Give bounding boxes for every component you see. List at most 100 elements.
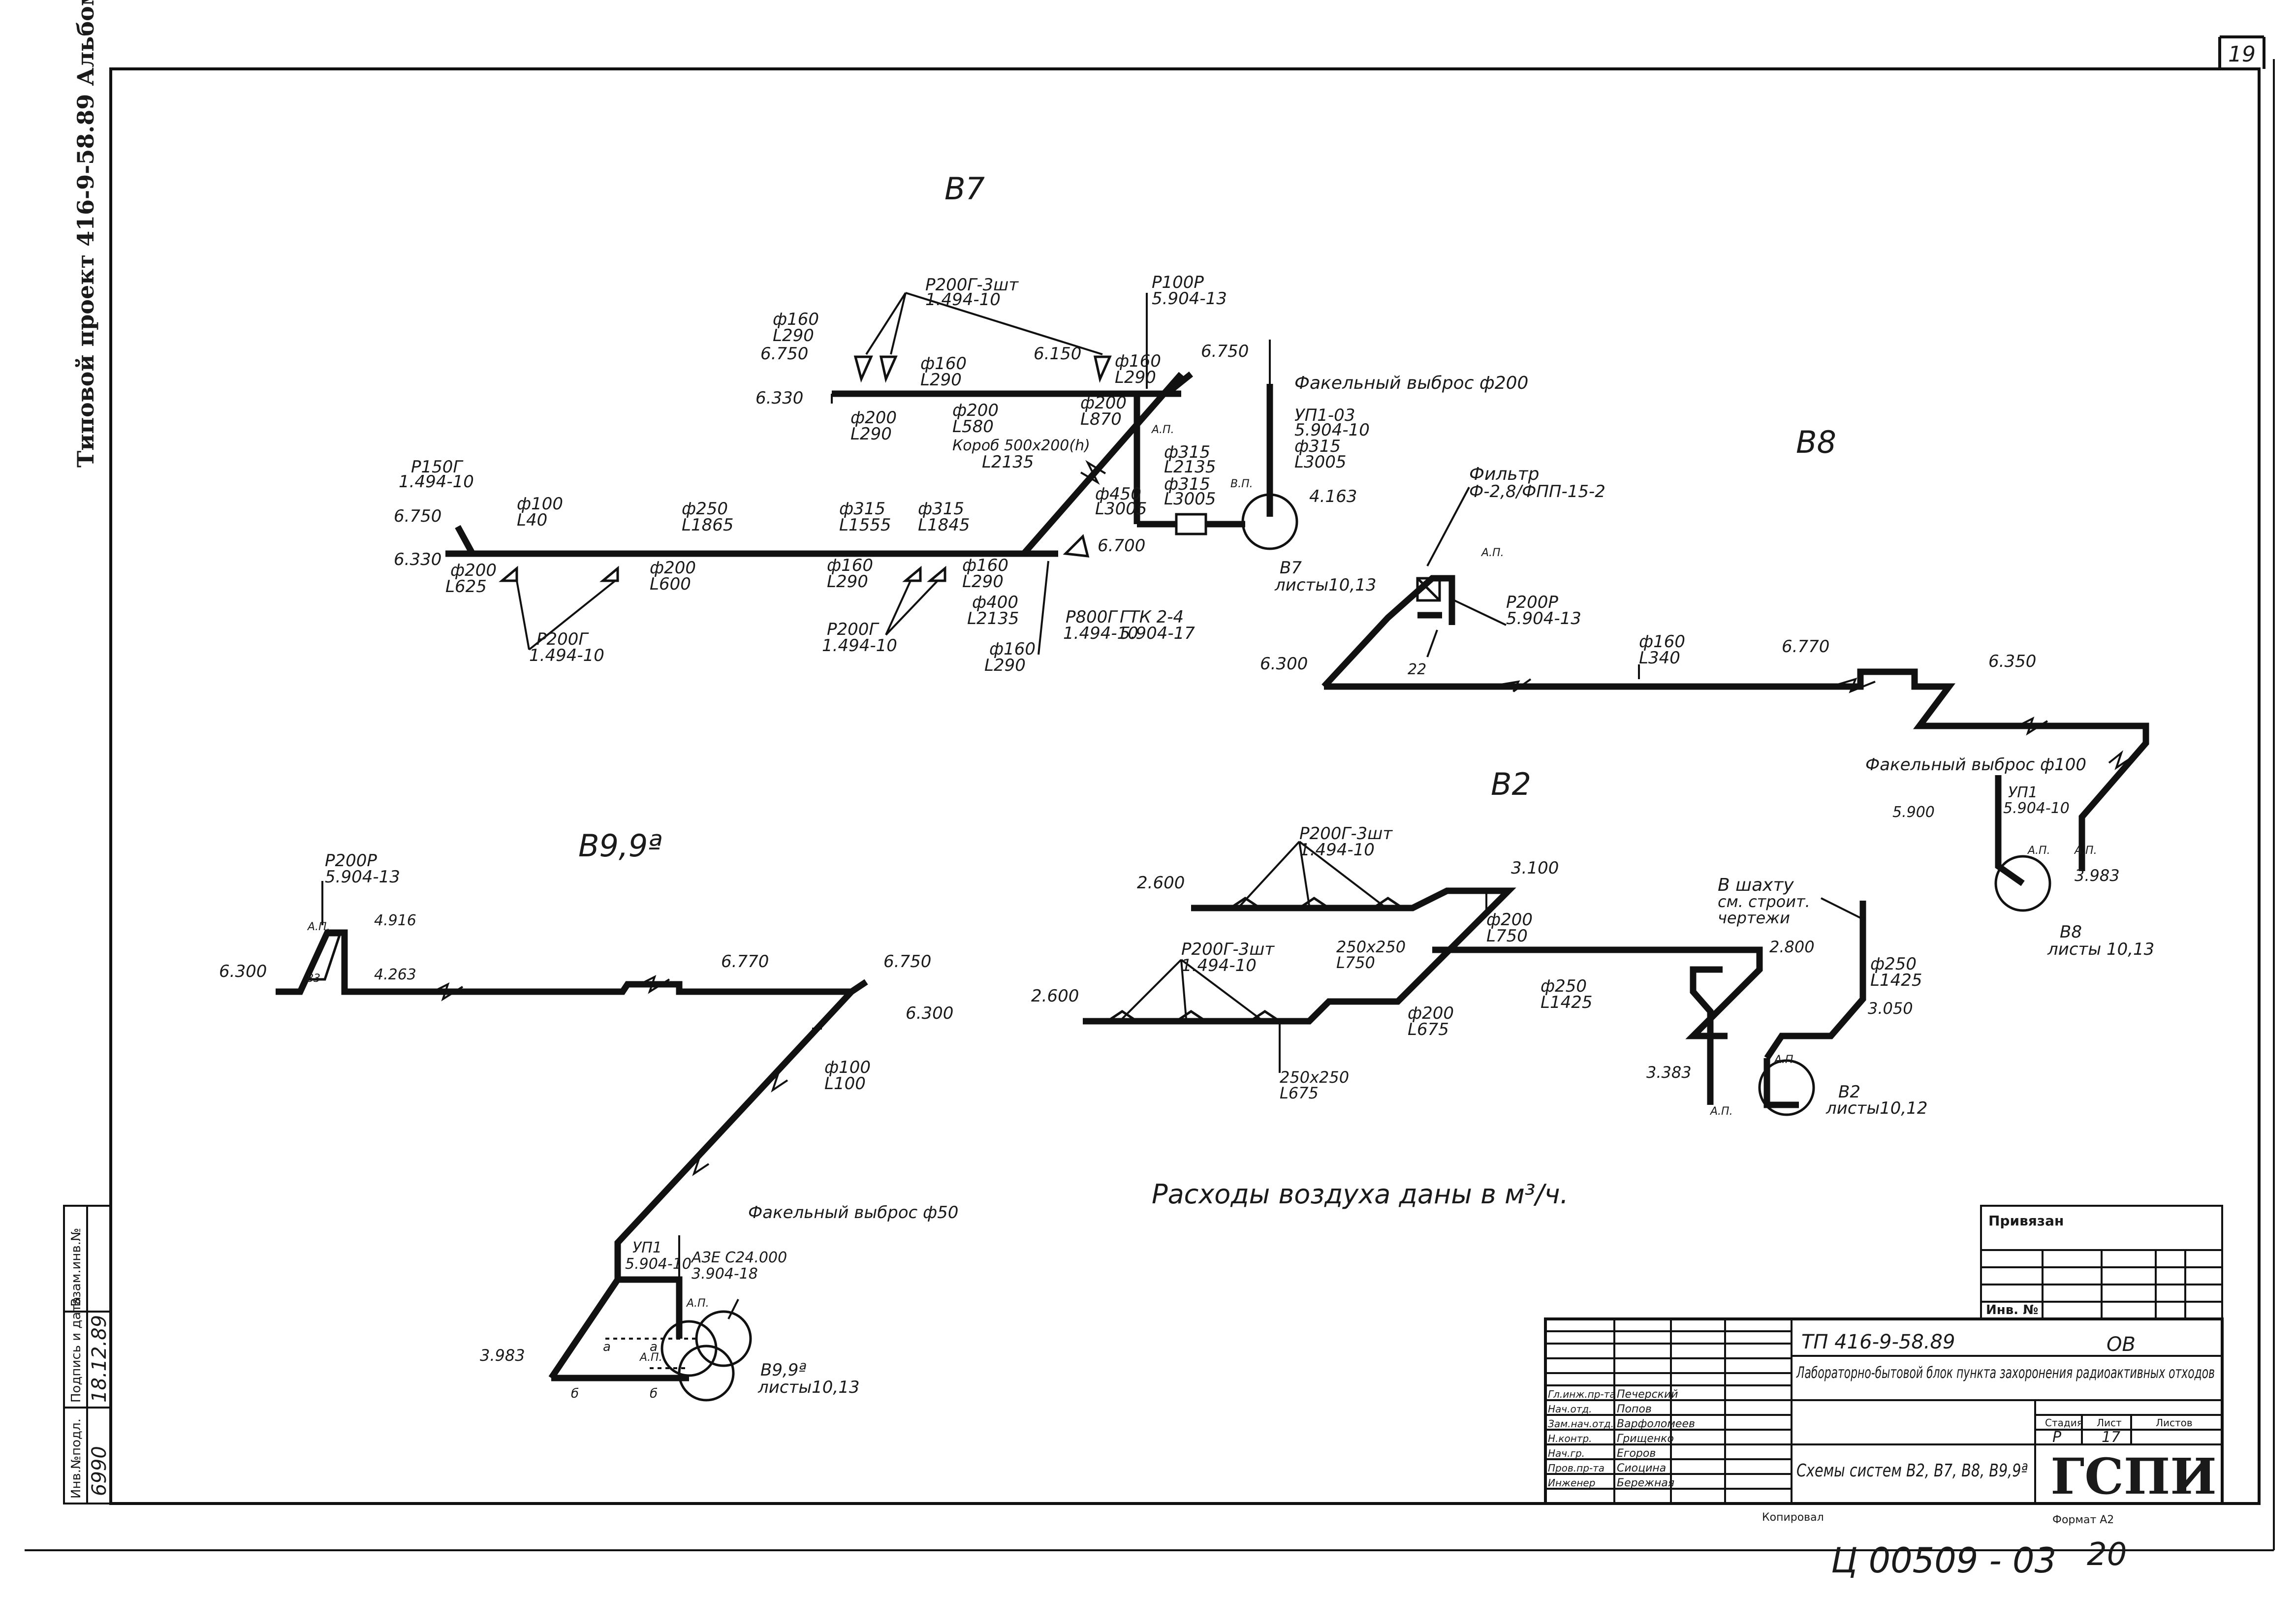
b2-label: L1425 xyxy=(1541,993,1592,1012)
b9-label: 4.263 xyxy=(374,966,416,983)
b8-label: 3.983 xyxy=(2075,866,2120,885)
role-2: Зам.нач.отд. xyxy=(1548,1418,1614,1430)
name-3: Грищенко xyxy=(1617,1433,1674,1445)
b7-label: Р800Г xyxy=(1066,607,1118,627)
b8-label: L340 xyxy=(1639,648,1680,668)
b2-title: В2 xyxy=(1491,766,1531,802)
role-4: Нач.гр. xyxy=(1548,1447,1585,1459)
b8-label: 22 xyxy=(1408,661,1426,678)
binding-header: Привязан xyxy=(1988,1213,2064,1229)
left-stamp: Взам.инв.№ Подпись и дата Инв.№подл. 18.… xyxy=(63,1205,112,1504)
b2-label: ф250 xyxy=(1541,976,1587,996)
archive-stamp-num: 20 xyxy=(2087,1536,2127,1573)
b7-hash-marks xyxy=(1080,460,1106,485)
b7-label: ф200 xyxy=(850,408,897,428)
b7-label: 6.700 xyxy=(1098,536,1145,556)
name-1: Попов xyxy=(1617,1403,1652,1415)
sheet-frame xyxy=(25,35,2275,1551)
b2-label: 2.600 xyxy=(1031,986,1079,1006)
b7-labels: Р200Г-3шт 1.494-10 Р100Р 5.904-13 ф160 L… xyxy=(394,273,1528,675)
b7-label: 1.494-10 xyxy=(399,472,474,492)
b2-label: 250х250 xyxy=(1336,938,1406,956)
b9-label: А.П. xyxy=(686,1297,709,1310)
b9-label: УП1 xyxy=(632,1239,662,1256)
b7-label: Р200Г-3шт xyxy=(925,275,1019,295)
role-0: Гл.инж.пр-та xyxy=(1548,1388,1616,1400)
b7-label: L290 xyxy=(827,572,868,592)
b7-label: ф315 xyxy=(1164,442,1210,462)
b2-label: ф200 xyxy=(1408,1003,1454,1023)
copy-label: Копировал xyxy=(1762,1511,1824,1524)
b7-label: 6.150 xyxy=(1034,344,1081,364)
b9-label: б xyxy=(571,1386,579,1401)
b9-label: а xyxy=(650,1340,658,1354)
b9-label: 5.904-10 xyxy=(625,1255,692,1273)
b7-label: ф200 xyxy=(1080,393,1127,413)
b2-label: L675 xyxy=(1408,1020,1449,1039)
b7-label: ф315 xyxy=(1294,437,1341,456)
b7-label: ф160 xyxy=(827,556,873,575)
b7-label: УП1-03 xyxy=(1294,406,1355,425)
b7-label: ф315 xyxy=(918,499,964,519)
role-5: Пров.пр-та xyxy=(1548,1462,1604,1474)
inv-label: Инв. № xyxy=(1986,1303,2038,1317)
b7-label: ф160 xyxy=(773,310,819,329)
b8-title: В8 xyxy=(1796,424,1836,460)
b7-label: L3005 xyxy=(1164,489,1216,509)
b8-label: листы 10,13 xyxy=(2047,940,2154,959)
b9-label: листы10,13 xyxy=(757,1378,860,1397)
b2-label: см. строит. xyxy=(1718,892,1810,911)
b7-label: ф160 xyxy=(989,639,1036,659)
b8-label: 6.770 xyxy=(1782,637,1829,657)
b7-label: 4.163 xyxy=(1309,487,1357,506)
b2-label: 2.600 xyxy=(1137,873,1185,893)
b7-label: L290 xyxy=(850,424,892,444)
b8-label: 6.300 xyxy=(1260,654,1308,674)
b2-label: В2 xyxy=(1838,1082,1860,1102)
b7-label: L2135 xyxy=(982,452,1034,472)
left-stamp-sign: Подпись и дата xyxy=(69,1297,84,1403)
b7-label: L870 xyxy=(1080,409,1122,429)
b9-label: В9,9ª xyxy=(760,1360,806,1380)
role-3: Н.контр. xyxy=(1548,1433,1592,1444)
b7-label: L290 xyxy=(962,572,1004,592)
b7-label: ф160 xyxy=(920,354,967,374)
b7-label: L2135 xyxy=(1164,457,1216,477)
role-6: Инженер xyxy=(1548,1477,1595,1489)
b9-label: 6.300 xyxy=(219,962,267,981)
b7-label: L3005 xyxy=(1095,499,1147,519)
b2-label: L750 xyxy=(1486,926,1528,946)
b8-label: В8 xyxy=(2060,922,2082,942)
b7-label: ф160 xyxy=(962,556,1008,575)
b9-label: L100 xyxy=(824,1074,866,1094)
b9-label: а xyxy=(603,1340,611,1354)
b7-label: ГТК 2-4 xyxy=(1120,607,1184,627)
b7-label: ф100 xyxy=(517,494,563,514)
b8-label: 5.904-10 xyxy=(2003,800,2070,817)
b7-label: L580 xyxy=(952,417,994,437)
b2-label: чертежи xyxy=(1718,909,1790,927)
b8-labels: Фильтр Ф-2,8/ФПП-15-2 Р200Р 5.904-13 6.3… xyxy=(1260,464,2154,959)
b7-label: 5.904-10 xyxy=(1294,420,1370,440)
airflow-note: Расходы воздуха даны в м³/ч. xyxy=(1152,1179,1569,1210)
b9-label: Р200Р xyxy=(325,851,377,871)
role-1: Нач.отд. xyxy=(1548,1403,1592,1415)
b7-label: ф160 xyxy=(1115,351,1161,371)
b9-label: 6.300 xyxy=(906,1003,953,1023)
b8-label: А.П. xyxy=(2027,845,2050,857)
b9-label: 3.983 xyxy=(480,1346,525,1365)
b9-label: А.П. xyxy=(639,1351,662,1364)
b7-label: ф315 xyxy=(839,499,885,519)
b9-title: В9,9ª xyxy=(578,828,662,864)
sheet-number: 19 xyxy=(2228,42,2256,67)
b7-label: Р200Г xyxy=(827,620,880,639)
b7-label: L290 xyxy=(773,326,814,345)
b7-label: В.П. xyxy=(1230,478,1253,490)
b9-label: ф100 xyxy=(824,1058,871,1077)
b7-label: В7 xyxy=(1280,558,1302,578)
b7-label: L625 xyxy=(445,577,487,596)
b9-label: 3.904-18 xyxy=(692,1265,758,1283)
b2-labels: Р200Г-3шт 1.494-10 2.600 3.100 ф200 L750… xyxy=(1031,824,1928,1118)
b7-label: L3005 xyxy=(1294,452,1346,472)
b7-label: L40 xyxy=(517,510,547,530)
